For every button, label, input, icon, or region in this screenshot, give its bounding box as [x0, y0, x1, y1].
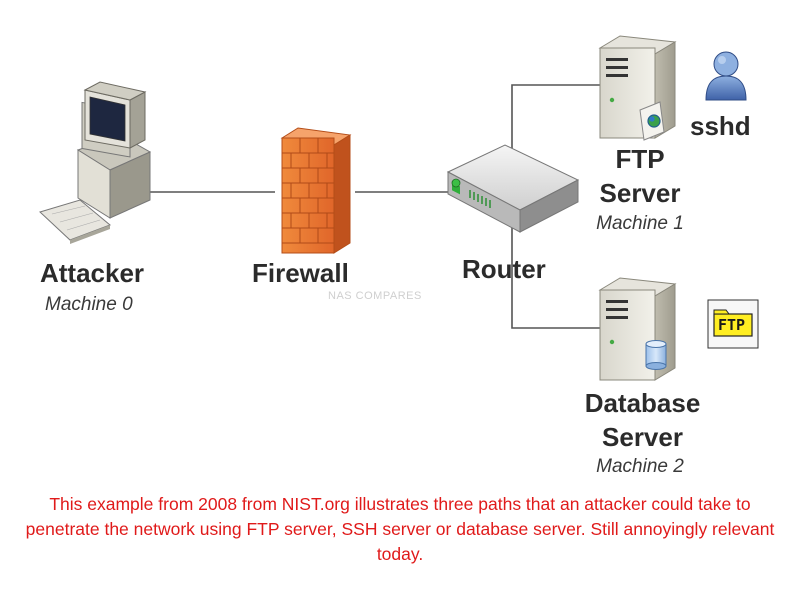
ftp-server-icon	[598, 35, 677, 141]
caption: This example from 2008 from NIST.org ill…	[25, 494, 775, 564]
database-server-title-line1: Database	[584, 388, 701, 418]
network-links	[150, 84, 600, 329]
link-router-ftp	[511, 84, 600, 160]
router-label: Router	[462, 254, 546, 284]
ftp-server-title-line2: Server	[599, 178, 681, 208]
ftp-server-title-line1: FTP	[615, 144, 665, 174]
router-icon	[446, 144, 580, 233]
ftp-badge-label: FTP	[718, 316, 746, 334]
database-server-title-line2: Server	[602, 422, 683, 452]
attacker-computer-icon	[39, 81, 152, 244]
ftp-badge-icon	[707, 299, 759, 349]
attacker-machine-label: Machine 0	[45, 294, 133, 315]
database-server-icon	[598, 277, 677, 381]
database-cylinder-icon	[645, 340, 667, 370]
firewall-label: Firewall	[252, 258, 349, 288]
link-router-db	[511, 222, 600, 329]
attacker-label: Attacker	[40, 258, 145, 288]
network-diagram	[39, 35, 759, 381]
firewall-icon	[280, 127, 352, 254]
database-server-machine-label: Machine 2	[596, 456, 684, 477]
ftp-server-machine-label: Machine 1	[596, 213, 684, 234]
user-icon	[705, 51, 747, 101]
watermark: NAS COMPARES	[328, 290, 422, 302]
sshd-label: sshd	[690, 111, 751, 141]
